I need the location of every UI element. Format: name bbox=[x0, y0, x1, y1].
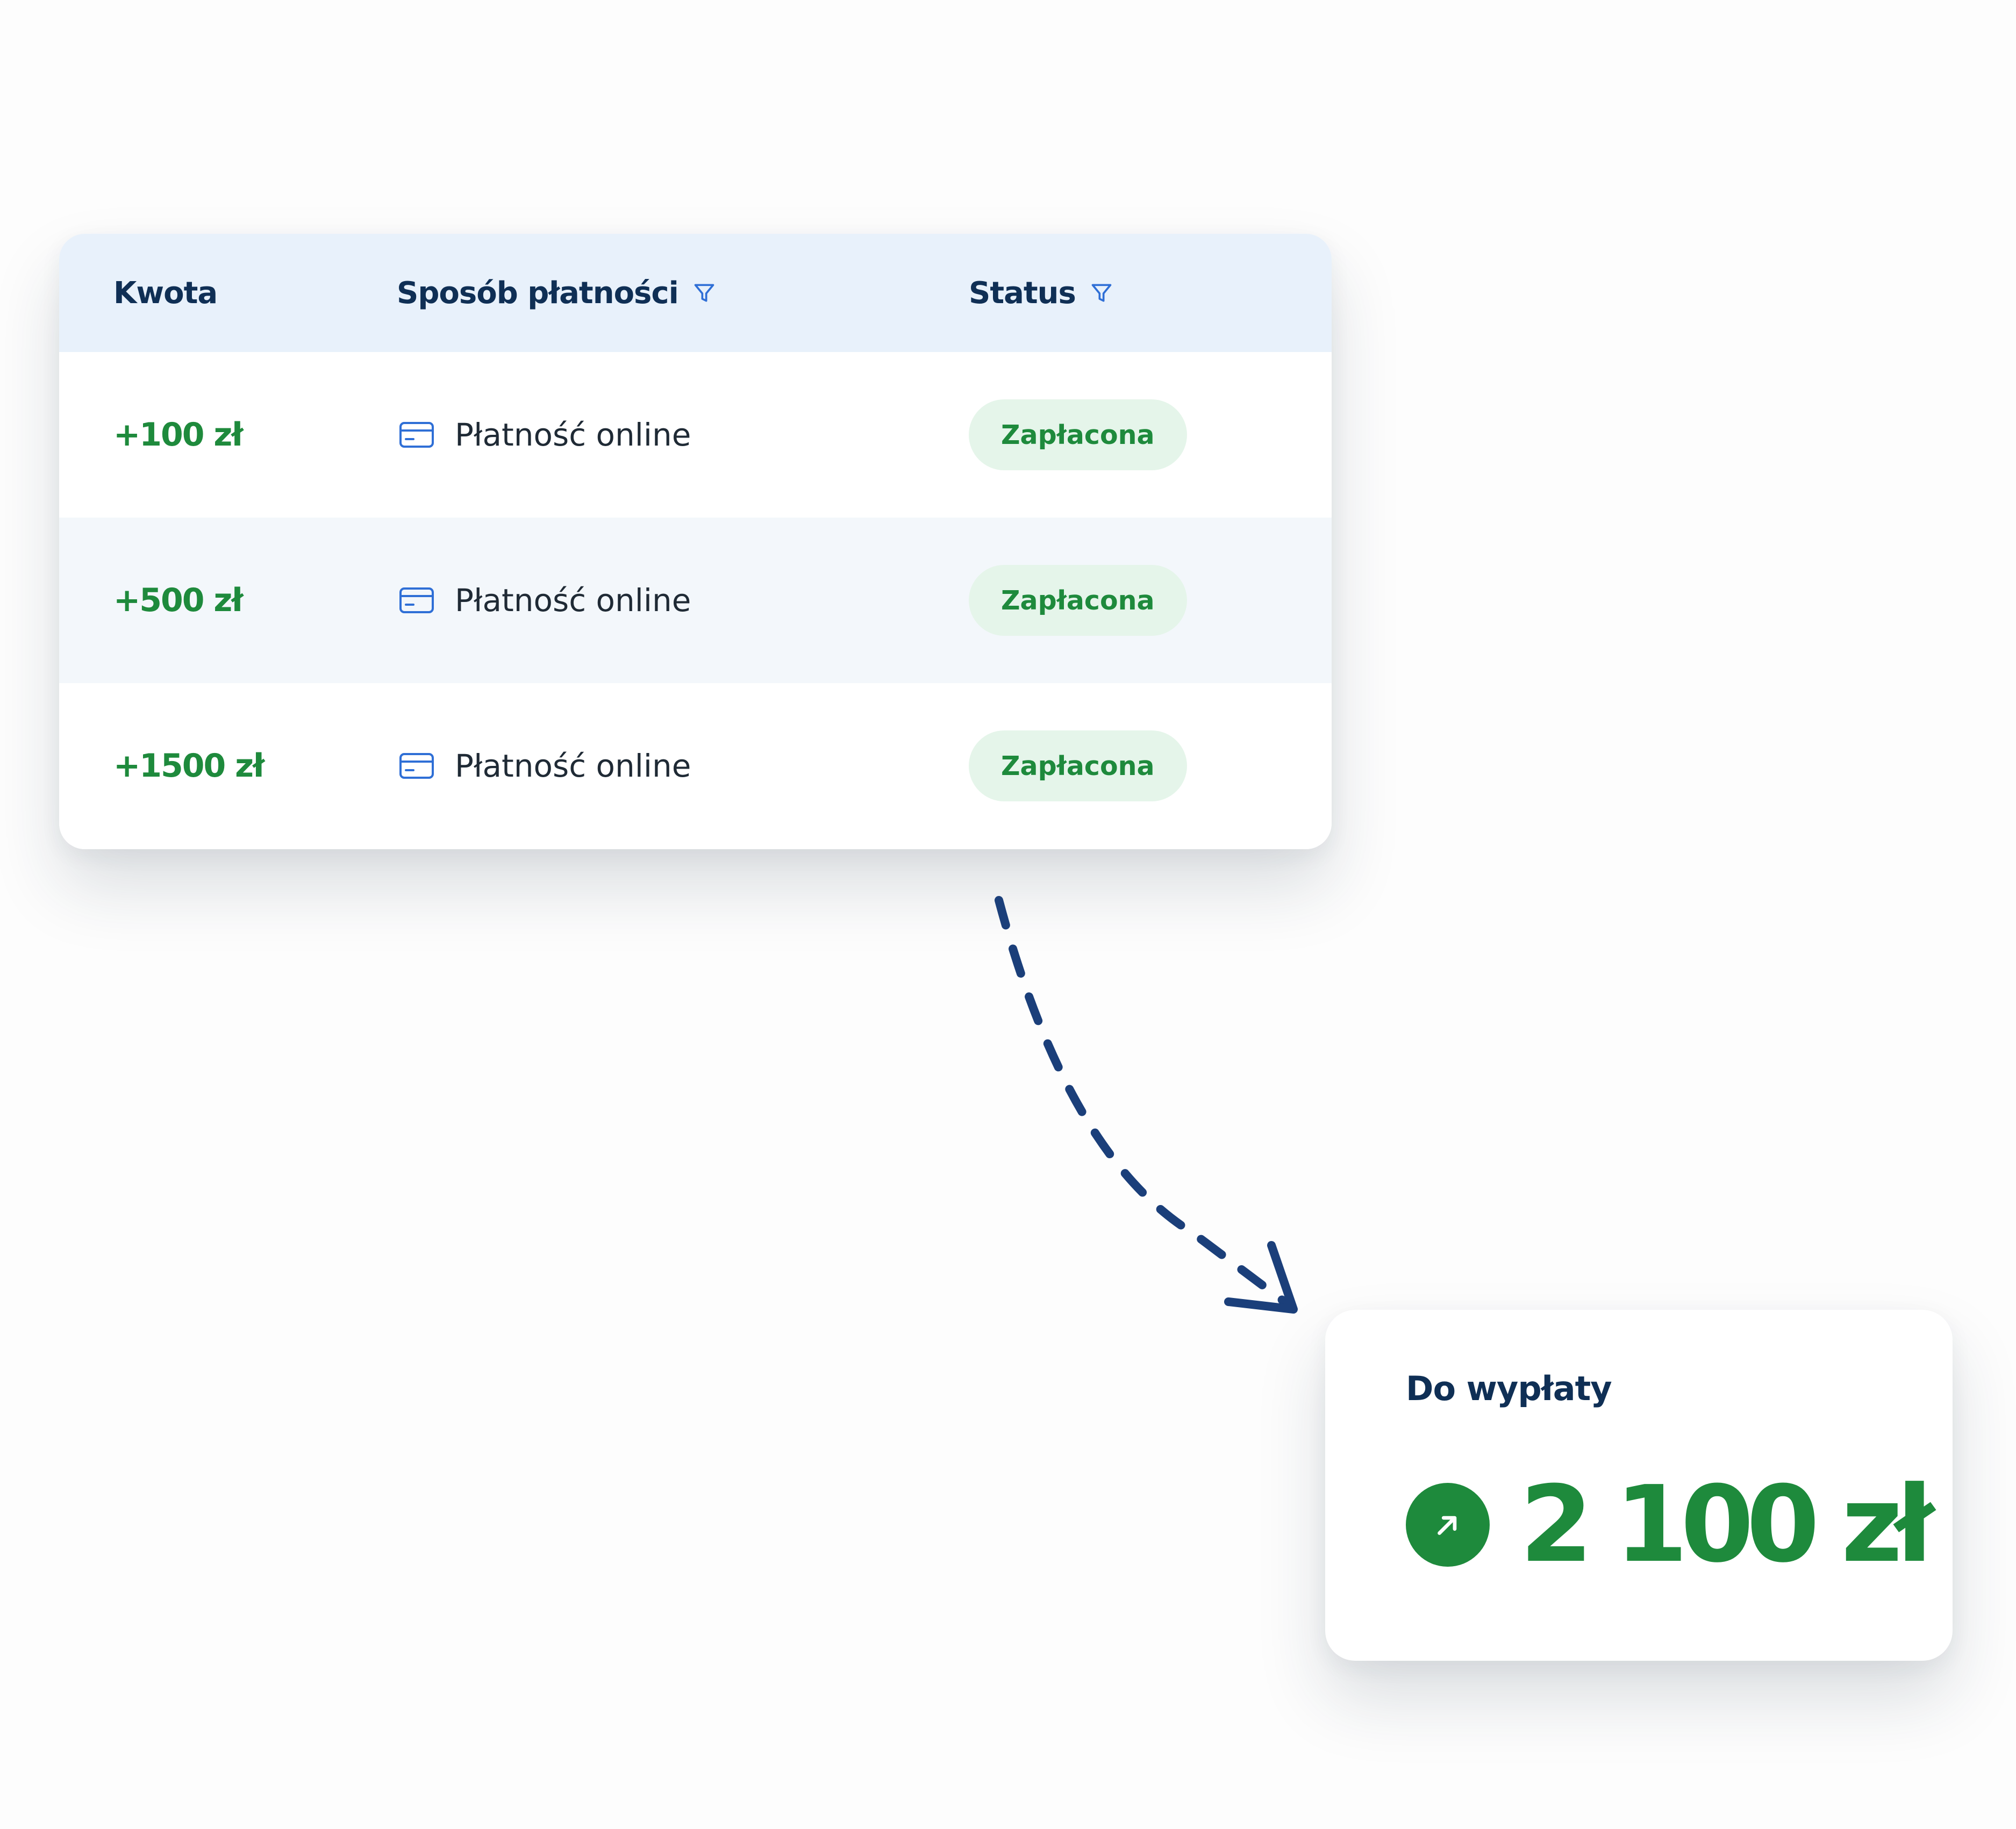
status-cell: Zapłacona bbox=[969, 683, 1187, 849]
table-row[interactable]: +100 zł Płatność online Zapłacona bbox=[59, 352, 1332, 518]
column-header-status-label: Status bbox=[969, 275, 1076, 311]
table-row[interactable]: +500 zł Płatność online Zapłacona bbox=[59, 518, 1332, 683]
status-cell: Zapłacona bbox=[969, 518, 1187, 683]
column-header-amount[interactable]: Kwota bbox=[113, 234, 218, 352]
amount-cell: +1500 zł bbox=[113, 747, 264, 785]
payment-method-label: Płatność online bbox=[455, 417, 691, 453]
amount-cell: +100 zł bbox=[113, 416, 244, 454]
filter-icon[interactable] bbox=[692, 281, 716, 305]
status-badge: Zapłacona bbox=[969, 565, 1187, 636]
column-header-status[interactable]: Status bbox=[969, 234, 1113, 352]
payout-amount-row: 2 100 zł bbox=[1406, 1464, 1934, 1586]
credit-card-icon bbox=[399, 753, 434, 779]
table-header: Kwota Sposób płatności Status bbox=[59, 234, 1332, 352]
table-row[interactable]: +1500 zł Płatność online Zapłacona bbox=[59, 683, 1332, 849]
status-badge: Zapłacona bbox=[969, 399, 1187, 470]
status-cell: Zapłacona bbox=[969, 352, 1187, 518]
payout-amount: 2 100 zł bbox=[1520, 1464, 1934, 1586]
payments-table: Kwota Sposób płatności Status +100 zł Pł… bbox=[59, 234, 1332, 849]
payment-method-cell: Płatność online bbox=[399, 683, 691, 849]
column-header-amount-label: Kwota bbox=[113, 275, 218, 311]
column-header-method[interactable]: Sposób płatności bbox=[397, 234, 716, 352]
payment-method-cell: Płatność online bbox=[399, 352, 691, 518]
payment-method-cell: Płatność online bbox=[399, 518, 691, 683]
payout-label: Do wypłaty bbox=[1406, 1369, 1612, 1408]
amount-cell: +500 zł bbox=[113, 582, 244, 619]
status-badge: Zapłacona bbox=[969, 730, 1187, 801]
payout-card: Do wypłaty 2 100 zł bbox=[1325, 1310, 1953, 1661]
arrow-up-right-icon bbox=[1406, 1483, 1490, 1567]
filter-icon[interactable] bbox=[1090, 281, 1113, 305]
credit-card-icon bbox=[399, 422, 434, 448]
column-header-method-label: Sposób płatności bbox=[397, 275, 679, 311]
payment-method-label: Płatność online bbox=[455, 582, 691, 619]
payment-method-label: Płatność online bbox=[455, 748, 691, 784]
credit-card-icon bbox=[399, 587, 434, 613]
